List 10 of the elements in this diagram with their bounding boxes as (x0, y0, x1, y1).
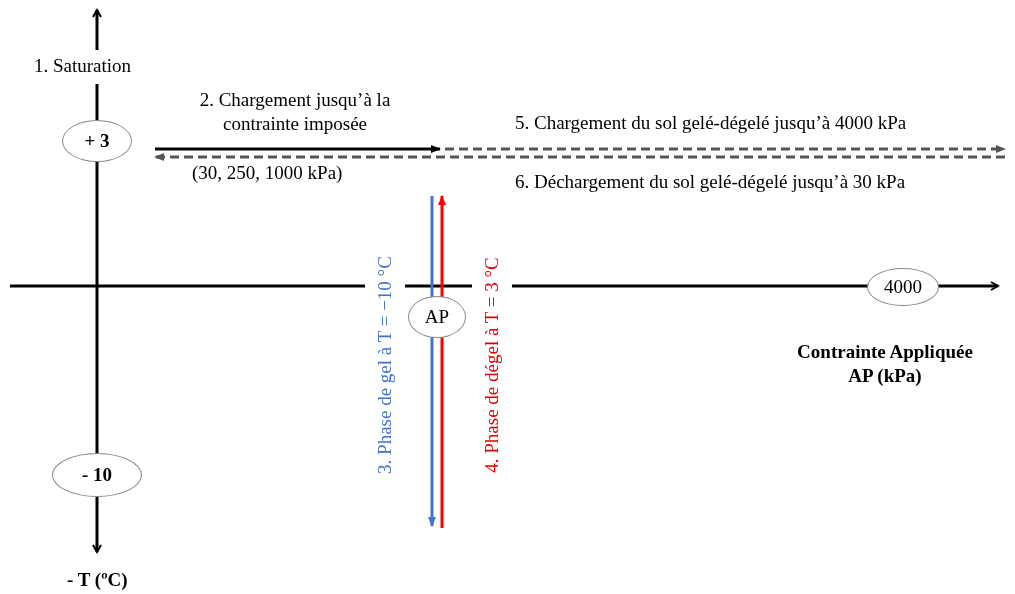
stress-ellipse: AP (408, 296, 466, 338)
axis-title: Contrainte Appliquée AP (kPa) (796, 340, 974, 388)
stress-ellipse: 4000 (867, 268, 939, 306)
axis-title: - T (ºC) (67, 568, 128, 592)
step-label: 5. Chargement du sol gelé-dégelé jusqu’à 4000 kPa (515, 111, 907, 135)
temperature-ellipse: + 3 (62, 120, 132, 162)
value-label: (30, 250, 1000 kPa) (192, 161, 343, 185)
temperature-ellipse: - 10 (52, 453, 142, 497)
step-label: 2. Chargement jusqu’à la contrainte imposée (198, 88, 392, 136)
step-label: 6. Déchargement du sol gelé-dégelé jusqu’à 30 kPa (515, 170, 906, 194)
